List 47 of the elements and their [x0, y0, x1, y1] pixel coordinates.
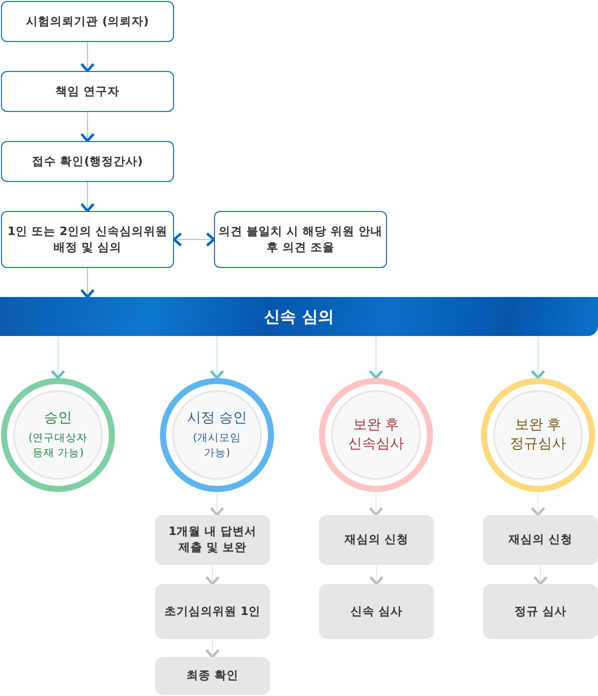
process-box: [1, 71, 174, 112]
arrow: [210, 336, 224, 380]
process-box: [1, 141, 174, 182]
step-box: [155, 515, 270, 565]
process-box: [1, 211, 174, 268]
node-title: 책임 연구자: [55, 84, 120, 100]
arrow: [530, 492, 546, 516]
node-title: 1인 또는 2인의 신속심의위원 배정 및 심의: [6, 224, 168, 256]
arrow: [205, 638, 220, 658]
node-title: 초기심의위원 1인: [164, 604, 260, 620]
arrow: [533, 564, 548, 586]
node-title: 접수 확인(행정간사): [32, 154, 143, 170]
node-note: (연구대상자 등재 가능): [27, 431, 89, 461]
arrow: [205, 564, 220, 586]
process-box: [214, 211, 387, 268]
node-title: 시험의뢰기관 (의뢰자): [26, 14, 149, 30]
step-box: [155, 657, 270, 695]
arrow: [80, 182, 95, 212]
arrow: [530, 336, 546, 380]
node-title: 보완 후 신속심사: [347, 416, 405, 454]
node-title: 의견 불일치 시 해당 위원 안내 후 의견 조율: [218, 224, 383, 256]
arrow: [210, 492, 224, 516]
node-title: 신속 심의: [264, 306, 334, 328]
node-title: 보완 후 정규심사: [509, 416, 567, 454]
node-title: 재심의 신청: [508, 532, 572, 548]
section-banner: [0, 297, 598, 336]
arrow: [368, 492, 384, 516]
step-box: [319, 584, 434, 639]
node-title: 재심의 신청: [344, 532, 408, 548]
arrow: [80, 268, 95, 298]
step-box: [155, 584, 270, 639]
arrow: [80, 42, 95, 72]
node-title: 1개월 내 답변서 제출 및 보완: [167, 524, 258, 556]
node-title: 정규 심사: [514, 604, 566, 620]
node-title: 최종 확인: [186, 668, 238, 684]
node-title: 신속 심사: [350, 604, 402, 620]
node-title: 시정 승인: [186, 409, 248, 428]
process-box: [1, 1, 174, 42]
node-note: (개시모임 가능): [192, 431, 242, 461]
node-title: 승인: [43, 409, 73, 428]
arrow: [50, 336, 66, 380]
step-box: [483, 515, 598, 565]
arrow: [368, 336, 384, 380]
step-box: [319, 515, 434, 565]
arrow: [369, 564, 384, 586]
arrow: [80, 112, 95, 142]
step-box: [483, 584, 598, 639]
